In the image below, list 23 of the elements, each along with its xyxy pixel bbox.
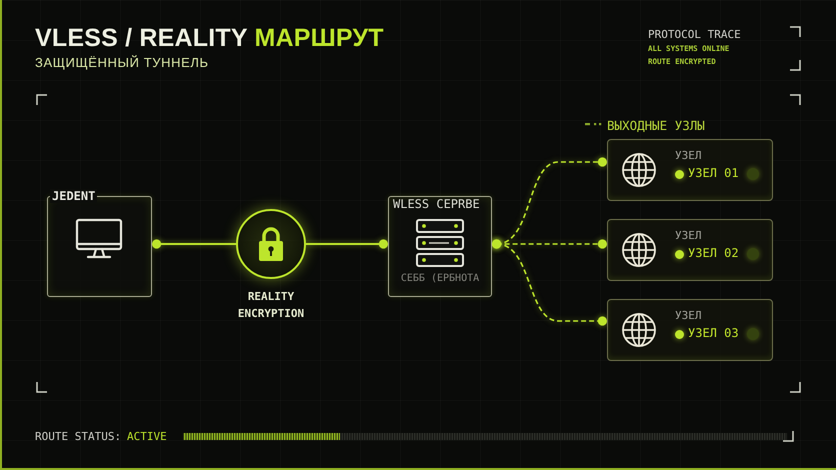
node-caption: СЕББ (ЕРБНОТА [400, 273, 480, 285]
node-label: УЗЕЛ [675, 149, 702, 162]
server-card [388, 196, 492, 297]
status-value: ACTIVE [127, 430, 167, 444]
encryption-label: REALITY ENCRYPTION [236, 289, 306, 322]
section-heading: ВЫХОДНЫЕ УЗЛЫ [607, 118, 705, 133]
node-label: УЗЕЛ [675, 309, 702, 322]
exit-node-card [607, 219, 773, 281]
exit-node-card [607, 299, 773, 361]
panel-heading: PROTOCOL TRACE [648, 28, 741, 42]
connector-line [492, 239, 607, 326]
node-label: WLESS CEPRBE [393, 197, 480, 212]
status-label: ROUTE STATUS: [35, 430, 122, 444]
subtitle: ЗАЩИЩЁННЫЙ ТУННЕЛЬ [35, 55, 209, 71]
exit-node-card [607, 139, 773, 201]
connector-line [306, 239, 388, 249]
node-name: УЗЕЛ 01 [688, 166, 739, 180]
node-name: УЗЕЛ 02 [688, 246, 739, 260]
node-label: УЗЕЛ [675, 229, 702, 242]
node-name: УЗЕЛ 03 [688, 326, 739, 340]
connector-line [152, 239, 236, 249]
node-label: JEDENT [50, 189, 98, 204]
title: VLESS / REALITY МАРШРУТ [35, 24, 384, 53]
